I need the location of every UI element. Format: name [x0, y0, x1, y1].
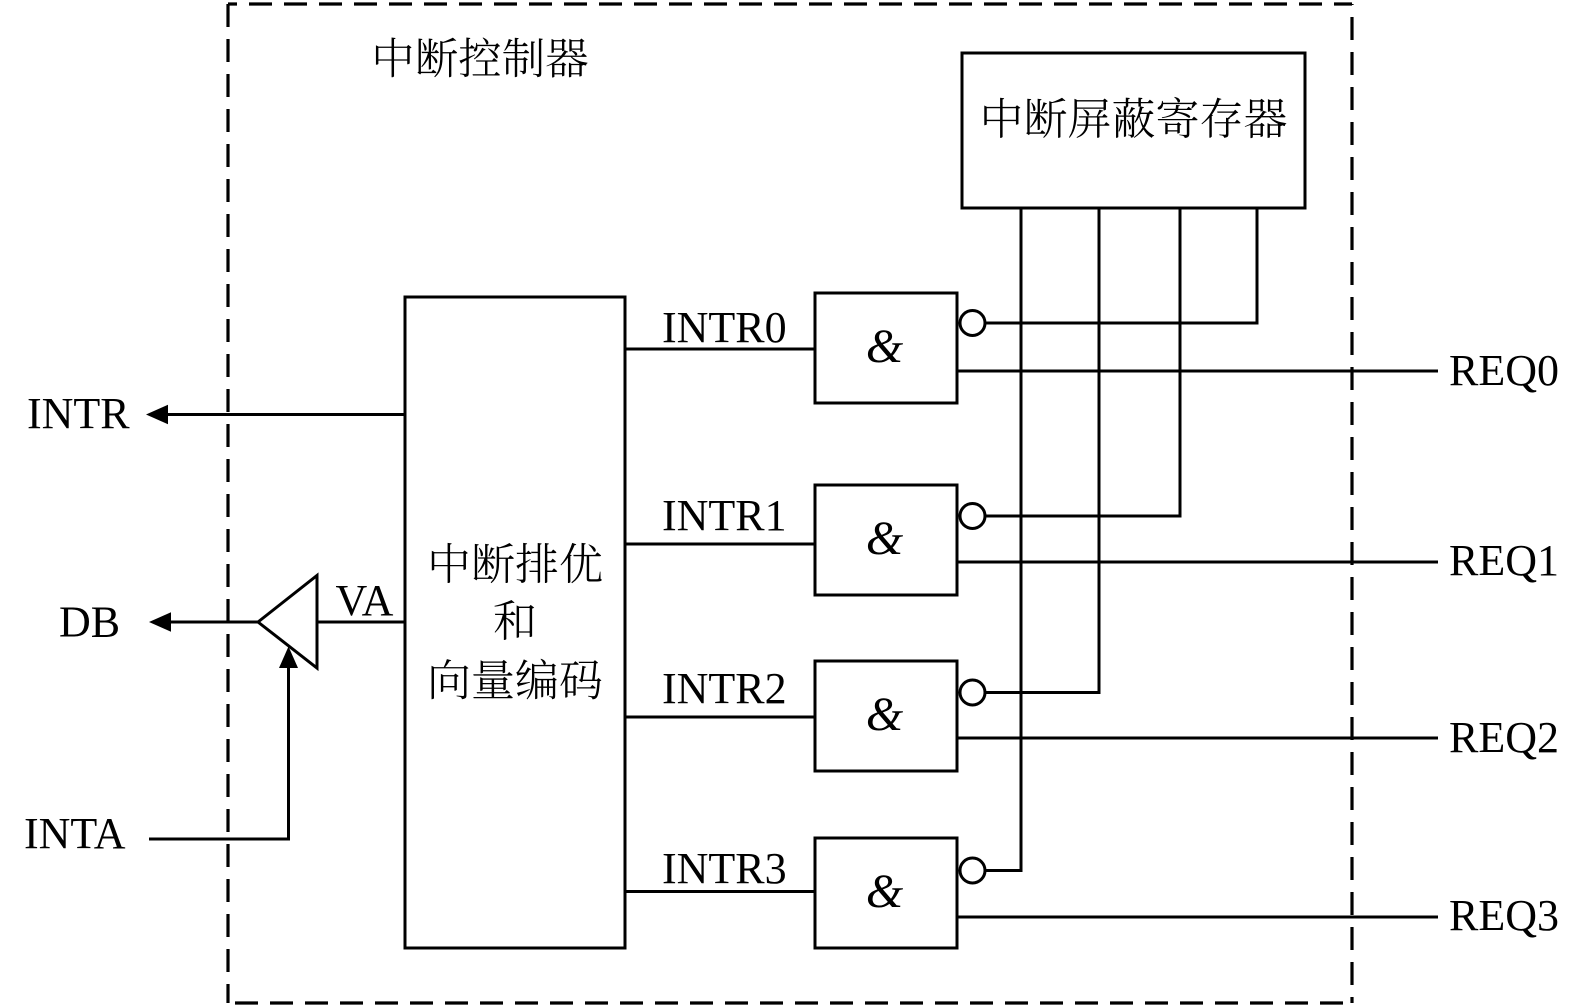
svg-text:&: & [866, 688, 904, 741]
svg-text:REQ3: REQ3 [1449, 891, 1559, 940]
svg-text:REQ1: REQ1 [1449, 536, 1559, 585]
svg-text:INTR0: INTR0 [662, 303, 787, 352]
svg-text:INTR3: INTR3 [662, 844, 787, 893]
svg-text:REQ2: REQ2 [1449, 713, 1559, 762]
svg-text:INTA: INTA [24, 809, 126, 858]
svg-text:&: & [866, 865, 904, 918]
svg-text:&: & [866, 320, 904, 373]
svg-text:DB: DB [59, 598, 120, 647]
svg-text:INTR: INTR [27, 389, 130, 438]
svg-text:REQ0: REQ0 [1449, 346, 1559, 395]
svg-text:INTR2: INTR2 [662, 664, 787, 713]
svg-text:INTR1: INTR1 [662, 491, 787, 540]
svg-text:VA: VA [336, 576, 394, 625]
svg-text:&: & [866, 512, 904, 565]
